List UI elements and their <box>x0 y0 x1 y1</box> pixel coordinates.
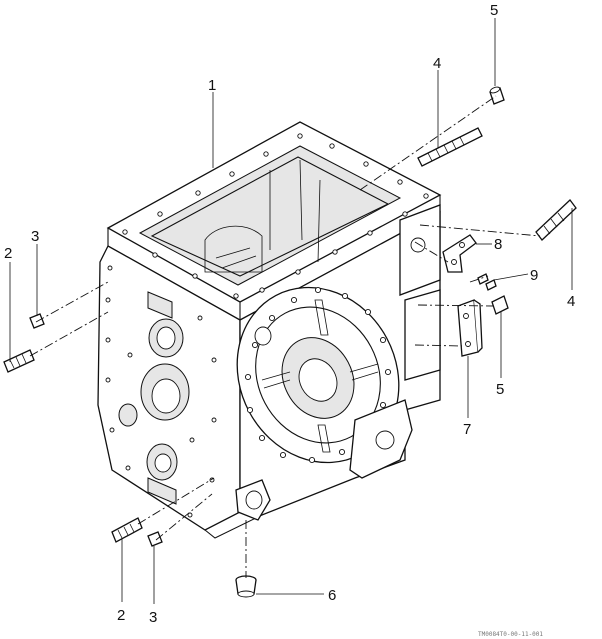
callout-3-lower: 3 <box>149 609 157 626</box>
bracket-8 <box>442 234 477 273</box>
callout-6: 6 <box>328 587 336 604</box>
top-flange-bolt-holes <box>122 133 429 299</box>
callout-2-upper: 2 <box>4 245 12 262</box>
document-code: TM0084T0-00-11-001 <box>478 631 543 638</box>
assembly-centerlines <box>29 95 541 578</box>
callout-8: 8 <box>494 236 502 253</box>
callout-7: 7 <box>463 421 471 438</box>
stud-2-upper <box>3 349 35 373</box>
gearbox-housing <box>97 121 442 539</box>
stud-2-lower <box>111 517 143 543</box>
callout-labels: 1 2 2 3 3 4 4 5 5 6 7 8 9 <box>4 2 575 626</box>
dowel-pin-5-top <box>489 86 505 105</box>
callout-9: 9 <box>530 267 538 284</box>
leader-lines <box>9 18 573 604</box>
callout-3-upper: 3 <box>31 228 39 245</box>
drain-plug-6 <box>235 575 257 598</box>
clamp-7 <box>457 299 483 357</box>
stud-4-right <box>535 199 577 241</box>
callout-5-right: 5 <box>496 381 504 398</box>
side-face-bolt-holes <box>105 265 217 518</box>
dowel-pin-3-lower <box>147 531 163 547</box>
dowel-pin-5-right <box>491 295 509 315</box>
callout-2-lower: 2 <box>117 607 125 624</box>
callout-1: 1 <box>208 77 216 94</box>
flange-bolt-holes <box>244 286 392 464</box>
screw-9 <box>477 273 497 291</box>
callout-4-right: 4 <box>567 293 575 310</box>
callout-5-top: 5 <box>490 2 498 19</box>
callout-4-top: 4 <box>433 55 441 72</box>
stud-4-top <box>417 127 483 167</box>
